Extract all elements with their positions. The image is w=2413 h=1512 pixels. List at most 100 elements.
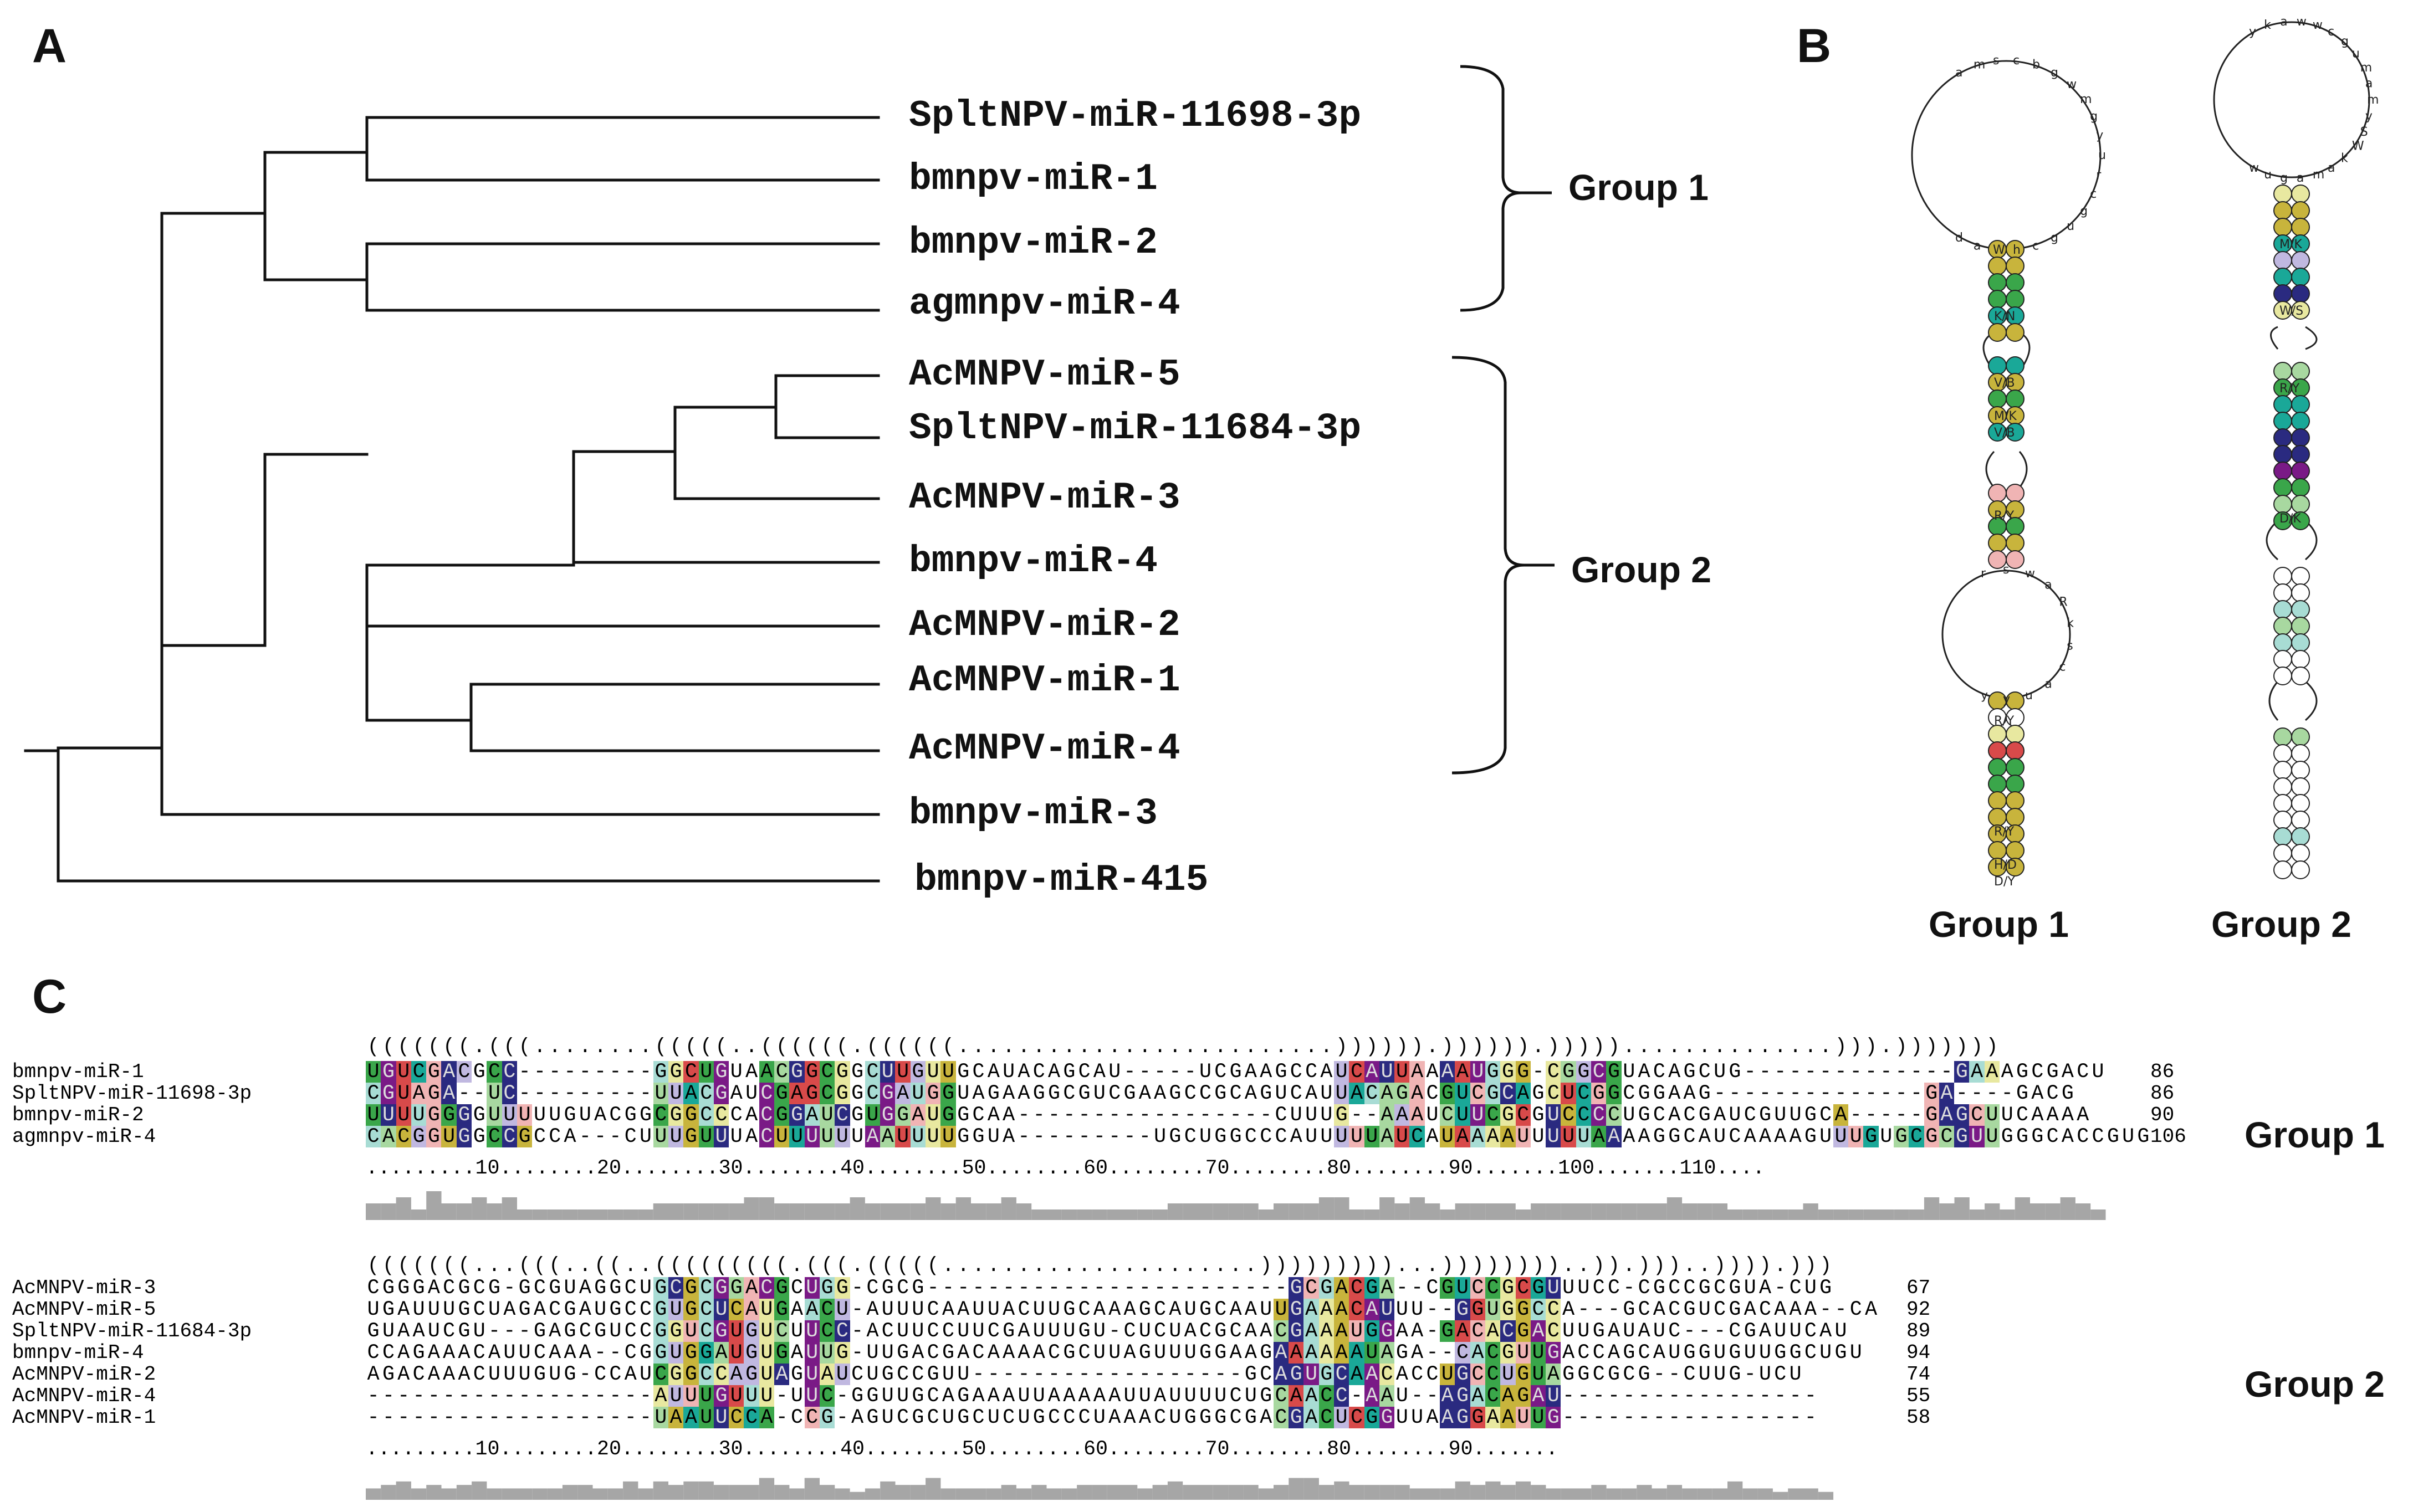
conservation-bar [1167,1203,1183,1220]
conservation-bar [940,1488,956,1500]
loop-base: u [2264,168,2272,182]
conservation-bar [955,1488,971,1500]
loop-base: w [2249,161,2259,175]
pair-label: D/K [2279,512,2301,526]
conservation-bar [698,1203,714,1220]
conservation-bar [638,1209,653,1220]
conservation-bar [880,1481,896,1500]
alignment-row-length: 89 [1906,1320,1931,1342]
pair-label: R/Y [1994,714,2015,728]
alignment-group-1-label: Group 1 [2245,1114,2385,1155]
conservation-bar [502,1488,517,1500]
conservation-bar [1742,1488,1758,1500]
conservation-bar [1531,1203,1546,1220]
loop-base: k [2341,152,2348,166]
conservation-bar [623,1481,638,1500]
conservation-bar [1470,1203,1486,1220]
conservation-bar [1349,1209,1364,1220]
conservation-bar [1621,1203,1637,1220]
alignment-row-length: 94 [1906,1341,1931,1364]
conservation-bar [789,1488,805,1500]
conservation-bar [1213,1485,1229,1500]
conservation-bar [1243,1485,1259,1500]
conservation-bar [820,1485,835,1500]
conservation-bar [1833,1209,1849,1220]
loop-base: r [1981,567,1986,581]
conservation-bar [1183,1485,1198,1500]
conservation-bar [411,1488,427,1500]
loop-base: g [2051,231,2058,245]
conservation-bar [592,1488,608,1500]
loop-base: c [2090,187,2097,201]
conservation-bar [472,1197,487,1220]
pair-label: V/B [1994,376,2015,390]
base-pair-node [2291,667,2310,685]
alignment-row-length: 86 [2150,1082,2175,1105]
conservation-bar [1561,1488,1576,1500]
group-1-label: Group 1 [1568,167,1709,208]
conservation-bar [1152,1485,1168,1500]
conservation-bar [1803,1488,1818,1500]
alignment-row-length: 74 [1906,1363,1931,1386]
conservation-bar [562,1209,578,1220]
conservation-bar [396,1197,411,1220]
alignment-row-name: AcMNPV-miR-3 [12,1277,156,1299]
conservation-bar [411,1209,427,1220]
conservation-bar [835,1488,850,1500]
tree-leaf: AcMNPV-miR-4 [909,727,1180,770]
tree-leaf: bmnpv-miR-4 [909,540,1158,583]
pair-label: H/D [1994,858,2017,872]
structure-group-2-label: Group 2 [2211,904,2352,945]
conservation-bar [653,1481,668,1500]
conservation-bar [1046,1209,1062,1220]
loop-base: m [2367,93,2379,107]
conservation-bar [1546,1203,1561,1220]
conservation-bar [1092,1485,1107,1500]
conservation-bar [396,1481,411,1500]
conservation-bar [1440,1209,1455,1220]
alignment-row-length: 92 [1906,1298,1931,1321]
loop-base: W [1993,243,2005,257]
loop-base: m [2313,168,2324,182]
conservation-bar [1924,1197,1940,1220]
conservation-bar [1697,1203,1712,1220]
conservation-bar [547,1488,563,1500]
conservation-bar [880,1203,896,1220]
group-2-dot-bracket: (((((((...(((..((..(((((((((.(((.(((((..… [367,1254,1832,1277]
conservation-bar [1637,1485,1652,1500]
conservation-bar [1455,1203,1470,1220]
conservation-bar [1848,1209,1864,1220]
loop-base: s [1993,54,1999,68]
loop-base: a [2044,578,2052,592]
conservation-bar [456,1203,472,1220]
conservation-bar [971,1203,986,1220]
conservation-bar [1818,1492,1834,1500]
loop-base: c [2059,660,2066,674]
conservation-bar [744,1485,759,1500]
conservation-bar [1061,1488,1077,1500]
conservation-bar [1606,1488,1622,1500]
conservation-bar [668,1203,684,1220]
conservation-bar [1561,1203,1576,1220]
base-pair-node [2006,423,2025,442]
conservation-bar [1289,1478,1304,1500]
conservation-bar [1107,1485,1122,1500]
conservation-bar [1727,1209,1743,1220]
conservation-bar [1258,1209,1274,1220]
conservation-bar [1954,1197,1970,1220]
conservation-bar [1001,1485,1016,1500]
conservation-bar [1198,1485,1213,1500]
alignment-row-name: AcMNPV-miR-1 [12,1406,156,1429]
loop-base: w [2297,15,2307,29]
loop-base: y [1981,689,1988,703]
conservation-bar [1576,1203,1592,1220]
loop-base: u [2067,219,2074,233]
conservation-bar [1303,1203,1319,1220]
